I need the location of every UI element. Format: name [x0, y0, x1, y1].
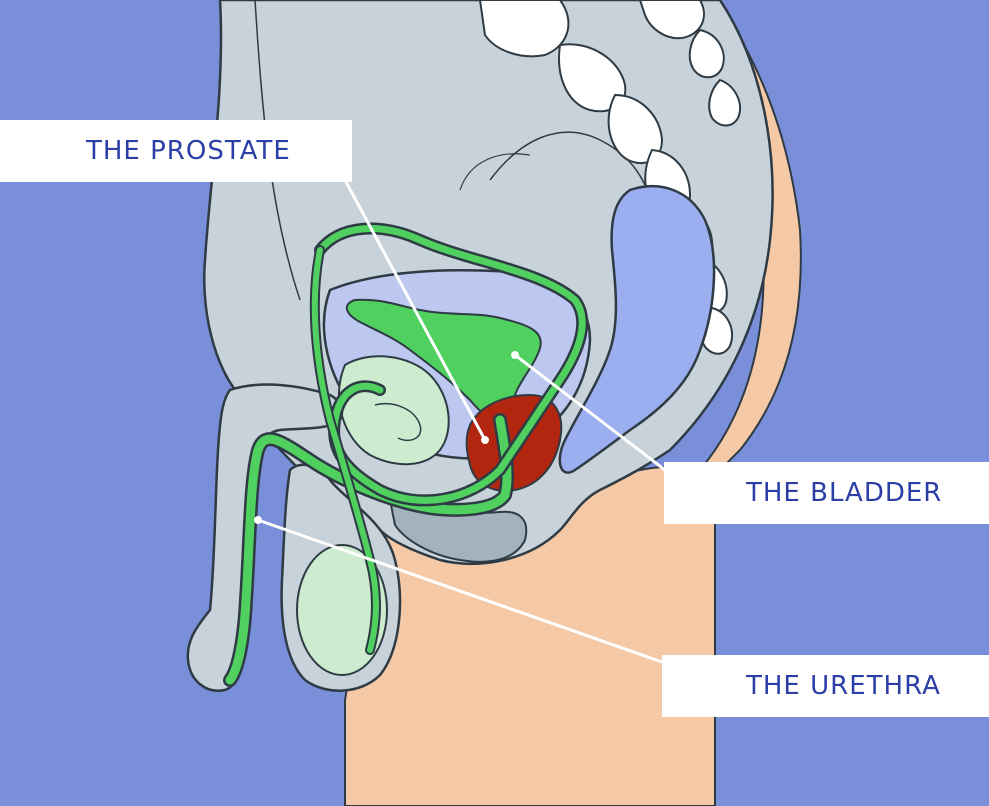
pointer-dot-prostate [481, 436, 489, 444]
label-urethra-text: THE URETHRA [746, 671, 941, 701]
label-bladder-text: THE BLADDER [746, 478, 942, 508]
pointer-dot-bladder [511, 351, 519, 359]
label-prostate: THE PROSTATE [0, 120, 352, 182]
label-bladder: THE BLADDER [664, 462, 989, 524]
label-prostate-text: THE PROSTATE [86, 136, 291, 166]
label-urethra: THE URETHRA [662, 655, 989, 717]
pointer-dot-urethra [254, 516, 262, 524]
